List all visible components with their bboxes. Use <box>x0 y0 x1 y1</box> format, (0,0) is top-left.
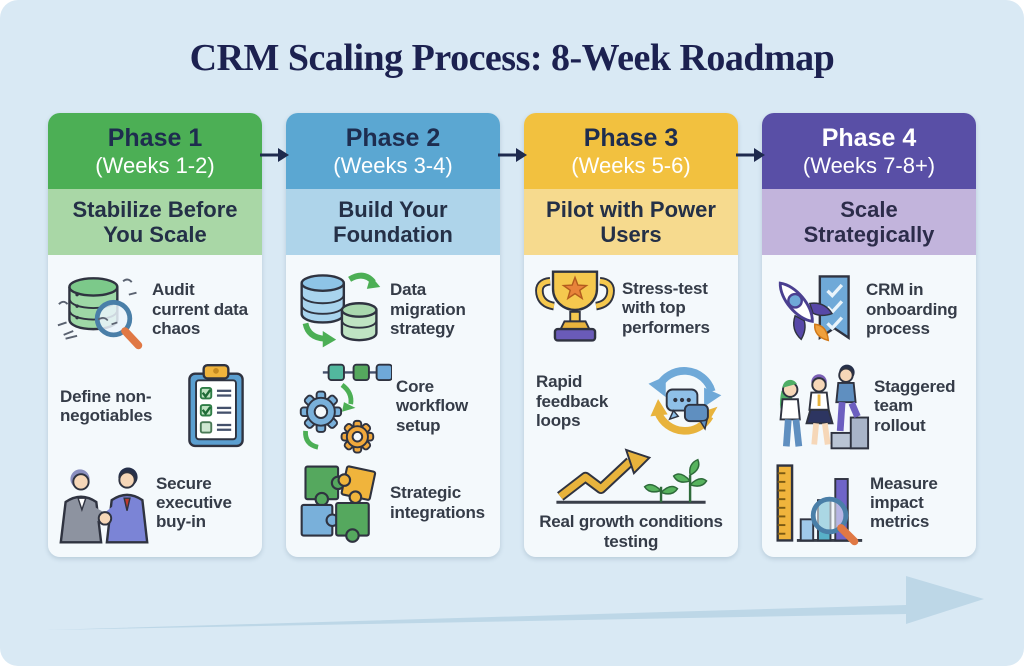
phase-2-column: Phase 2 (Weeks 3-4) Build Your Foundatio… <box>286 113 500 557</box>
database-audit-icon <box>56 265 148 353</box>
phase-name: Phase 1 <box>107 123 203 152</box>
feedback-loop-icon <box>636 355 730 447</box>
phase-1-subtitle: Stabilize Before You Scale <box>48 189 262 255</box>
phase-4-subtitle: Scale Strategically <box>762 189 976 255</box>
roadmap-item: Real growth conditions testing <box>532 448 730 551</box>
roadmap-item: Staggered team rollout <box>770 358 968 455</box>
item-label: Strategic integrations <box>390 483 485 522</box>
phase-name: Phase 4 <box>821 123 917 152</box>
phase-4-body: CRM in onboarding process <box>762 255 976 557</box>
page-title: CRM Scaling Process: 8-Week Roadmap <box>189 37 835 79</box>
phase-1-body: Audit current data chaos Define non-nego… <box>48 255 262 557</box>
database-migration-icon <box>294 265 386 353</box>
phase-2-subtitle: Build Your Foundation <box>286 189 500 255</box>
handshake-icon <box>56 459 152 547</box>
phase-name: Phase 2 <box>345 123 441 152</box>
rocket-checklist-icon <box>770 264 862 354</box>
growth-chart-icon <box>547 448 715 510</box>
phase-3-column: Phase 3 (Weeks 5-6) Pilot with Power Use… <box>524 113 738 557</box>
item-label: Secure executive buy-in <box>156 473 232 532</box>
phase-weeks: (Weeks 1-2) <box>95 152 215 178</box>
roadmap-item: Audit current data chaos <box>56 261 254 358</box>
phase-2-body: Data migration strategy <box>286 255 500 557</box>
item-label: Core workflow setup <box>396 376 469 435</box>
phase-connector-arrow <box>497 146 527 164</box>
item-label: Data migration strategy <box>390 280 466 339</box>
phase-3-subtitle: Pilot with Power Users <box>524 189 738 255</box>
item-label: Stress-test with top performers <box>622 278 710 337</box>
phase-1-header: Phase 1 (Weeks 1-2) <box>48 113 262 189</box>
phase-4-header: Phase 4 (Weeks 7-8+) <box>762 113 976 189</box>
roadmap-item: Stress-test with top performers <box>532 261 730 355</box>
item-label: Measure impact metrics <box>870 473 938 532</box>
phase-3-header: Phase 3 (Weeks 5-6) <box>524 113 738 189</box>
phase-3-body: Stress-test with top performers Rapid fe… <box>524 255 738 557</box>
trophy-icon <box>532 264 618 352</box>
timeline-arrow <box>38 566 988 652</box>
phase-columns: Phase 1 (Weeks 1-2) Stabilize Before You… <box>48 113 976 557</box>
roadmap-item: Define non-negotiables <box>56 358 254 455</box>
roadmap-item: Strategic integrations <box>294 454 492 551</box>
roadmap-item: Data migration strategy <box>294 261 492 358</box>
metrics-magnifier-icon <box>770 459 866 547</box>
roadmap-item: Rapid feedback loops <box>532 355 730 449</box>
phase-connector-arrow <box>735 146 765 164</box>
phase-connector-arrow <box>259 146 289 164</box>
clipboard-checklist-icon <box>178 361 254 451</box>
team-rollout-icon <box>770 361 870 451</box>
puzzle-pieces-icon <box>294 458 386 548</box>
item-label: Real growth conditions testing <box>539 512 723 551</box>
phase-name: Phase 3 <box>583 123 679 152</box>
item-label: Staggered team rollout <box>874 376 956 435</box>
item-label: Rapid feedback loops <box>536 372 609 431</box>
roadmap-item: Core workflow setup <box>294 358 492 455</box>
gears-workflow-icon <box>294 358 392 454</box>
roadmap-item: CRM in onboarding process <box>770 261 968 358</box>
phase-2-header: Phase 2 (Weeks 3-4) <box>286 113 500 189</box>
phase-weeks: (Weeks 3-4) <box>333 152 453 178</box>
phase-4-column: Phase 4 (Weeks 7-8+) Scale Strategically <box>762 113 976 557</box>
roadmap-item: Measure impact metrics <box>770 454 968 551</box>
item-label: CRM in onboarding process <box>866 280 958 339</box>
item-label: Define non-negotiables <box>60 386 153 425</box>
item-label: Audit current data chaos <box>152 280 248 339</box>
phase-weeks: (Weeks 7-8+) <box>802 152 936 178</box>
phase-weeks: (Weeks 5-6) <box>571 152 691 178</box>
phase-1-column: Phase 1 (Weeks 1-2) Stabilize Before You… <box>48 113 262 557</box>
roadmap-item: Secure executive buy-in <box>56 454 254 551</box>
